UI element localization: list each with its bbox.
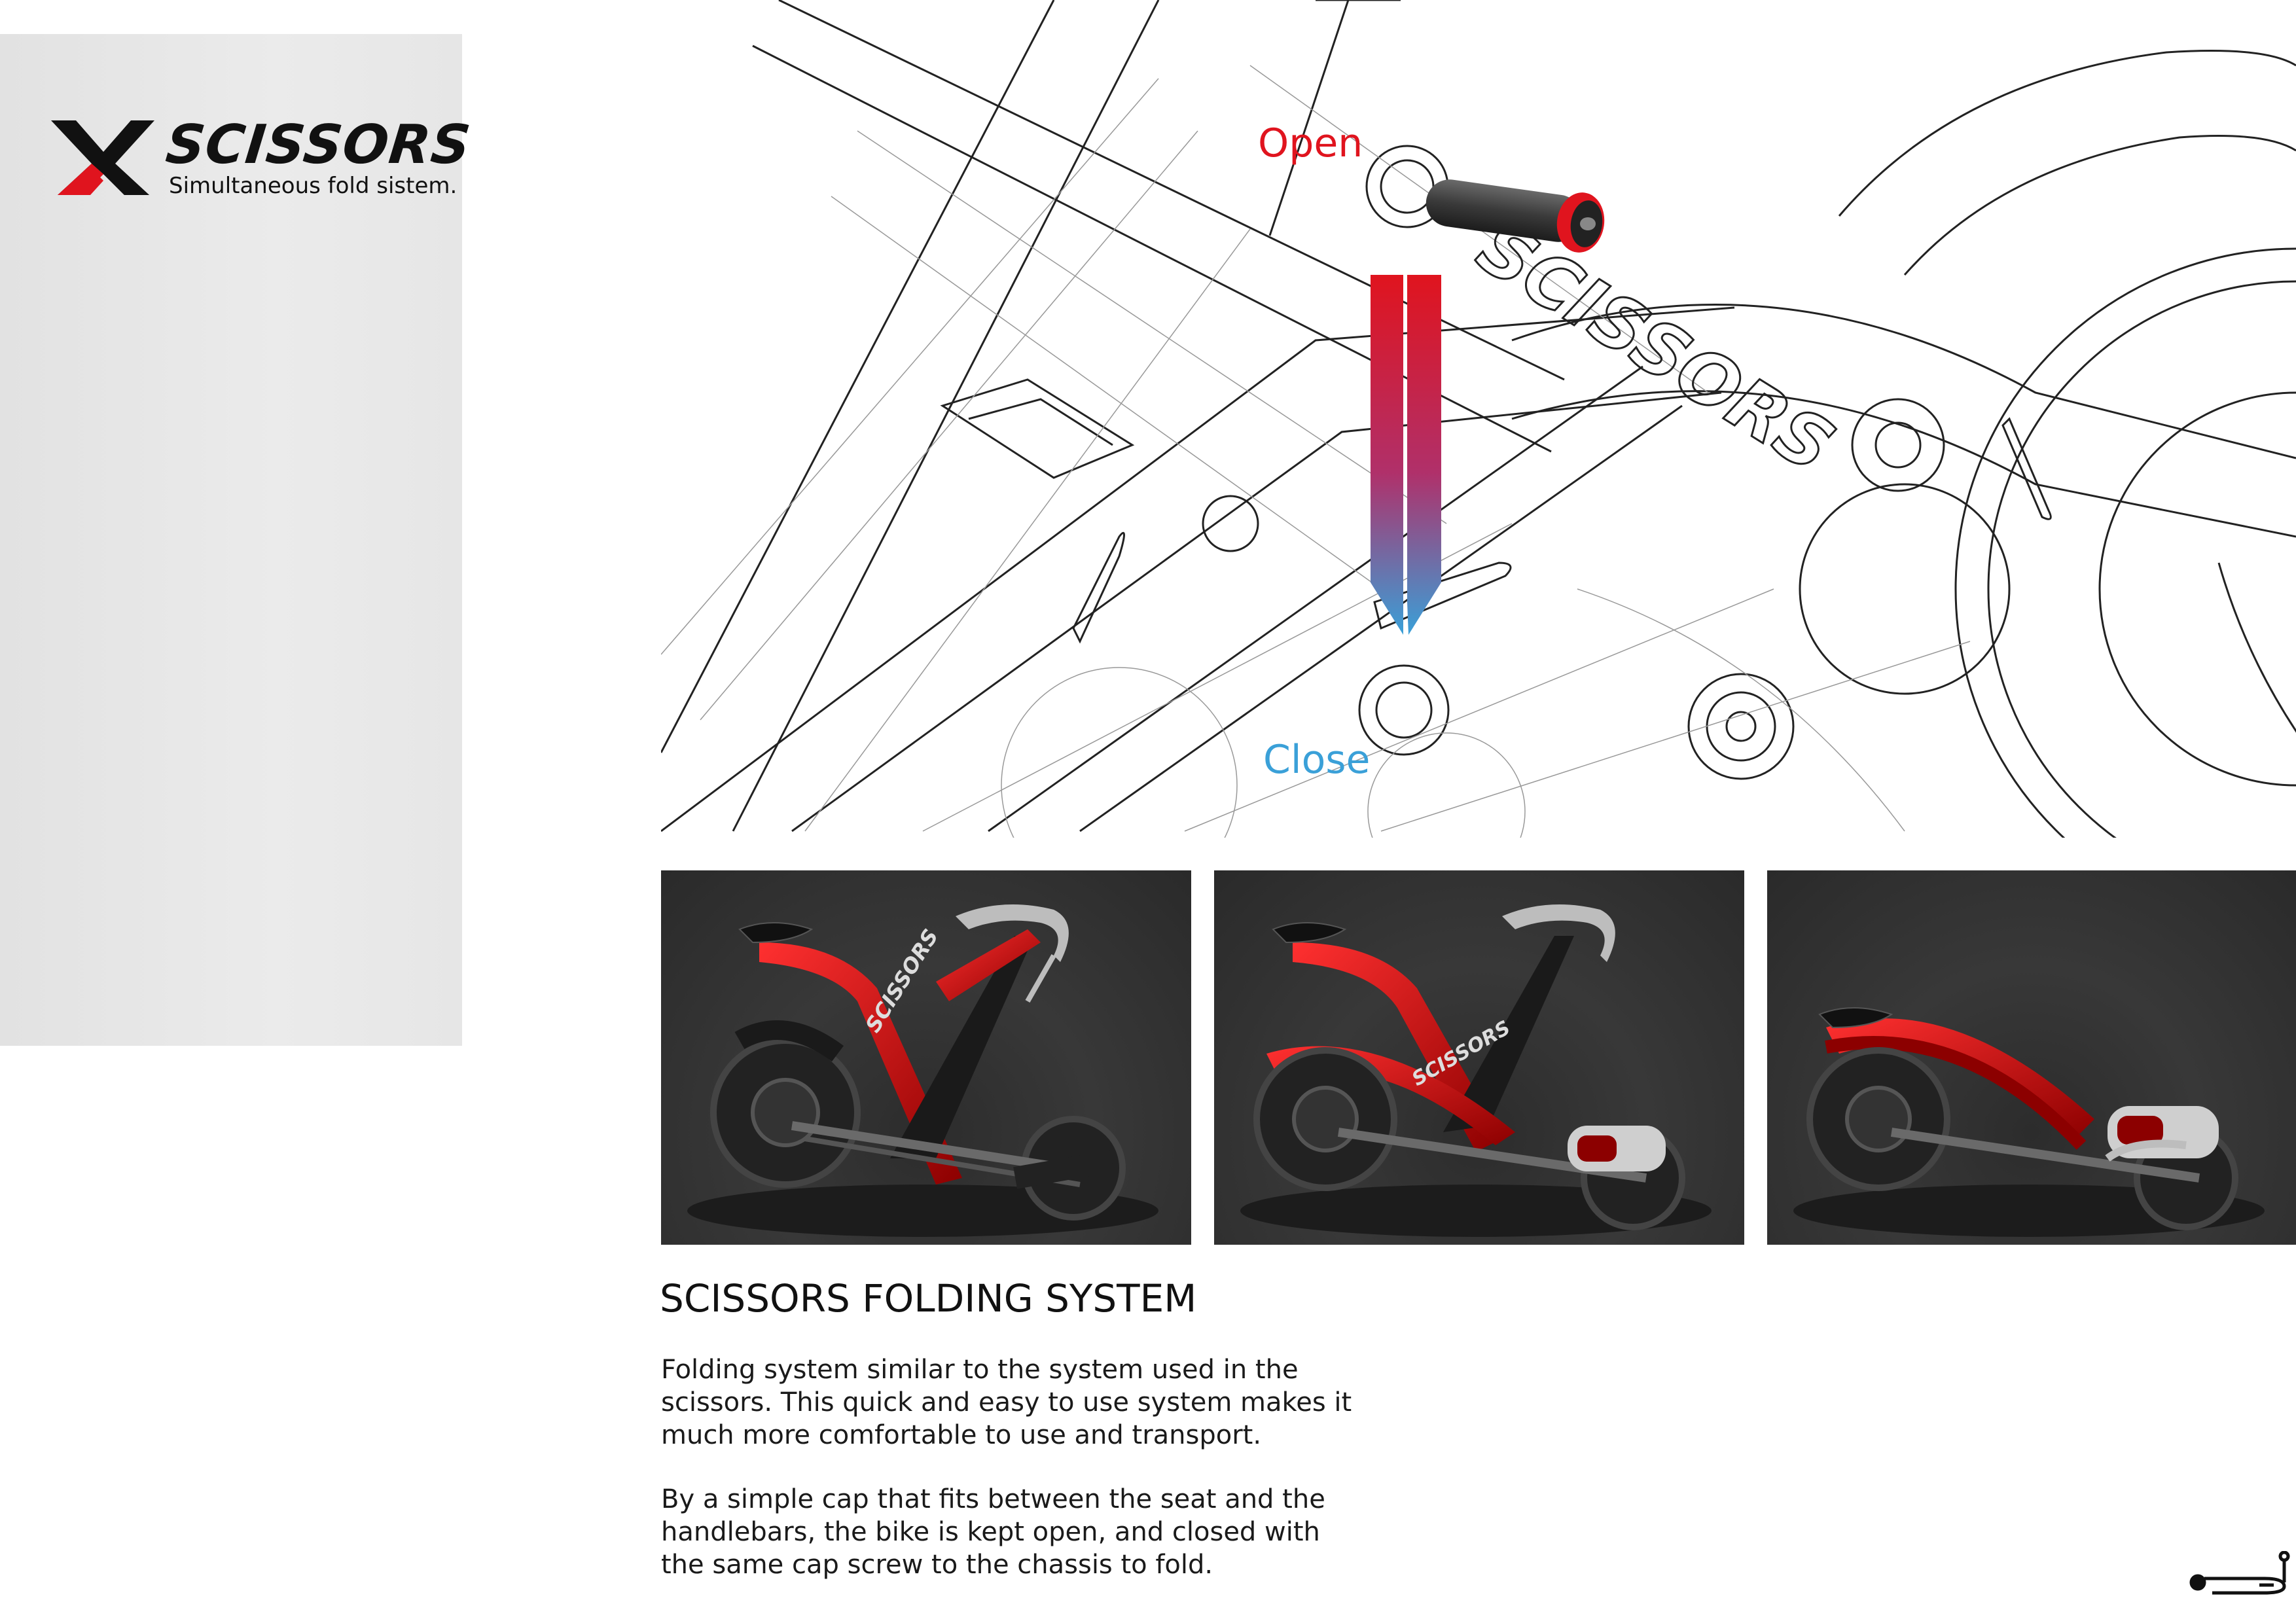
wireframe-illustration: SCISSORS — [661, 0, 2296, 838]
mechanism-drawing: SCISSORS — [661, 0, 2296, 838]
close-label: Close — [1263, 737, 1371, 783]
fold-arrow-icon — [1371, 275, 1441, 635]
cap-screw-icon — [1426, 179, 1605, 253]
brand-logo: SCISSORS Simultaneous fold sistem. — [51, 114, 474, 203]
logo-x-icon — [51, 120, 154, 195]
open-label: Open — [1258, 120, 1363, 166]
description-paragraph-2: By a simple cap that fits between the se… — [661, 1484, 1325, 1580]
description-paragraph-1: Folding system similar to the system use… — [661, 1355, 1352, 1450]
frame-lettering-1: SCISSORS — [861, 925, 944, 1037]
bike-half-folded-image: SCISSORS — [1240, 904, 1712, 1237]
render-folded — [1767, 870, 2296, 1245]
sidebar-panel: SCISSORS Simultaneous fold sistem. — [0, 34, 474, 1046]
brand-tagline: Simultaneous fold sistem. — [169, 173, 457, 199]
bike-folded-image — [1793, 1007, 2265, 1237]
render-unfolded: SCISSORS — [661, 870, 1191, 1245]
frame-lettering: SCISSORS — [1463, 205, 1848, 488]
bike-unfolded-image: SCISSORS — [687, 904, 1158, 1237]
render-half-folded: SCISSORS — [1214, 870, 1744, 1245]
section-title: SCISSORS FOLDING SYSTEM — [660, 1276, 1197, 1321]
brand-name: SCISSORS — [163, 114, 474, 176]
bike-line-icon — [2189, 1551, 2290, 1595]
